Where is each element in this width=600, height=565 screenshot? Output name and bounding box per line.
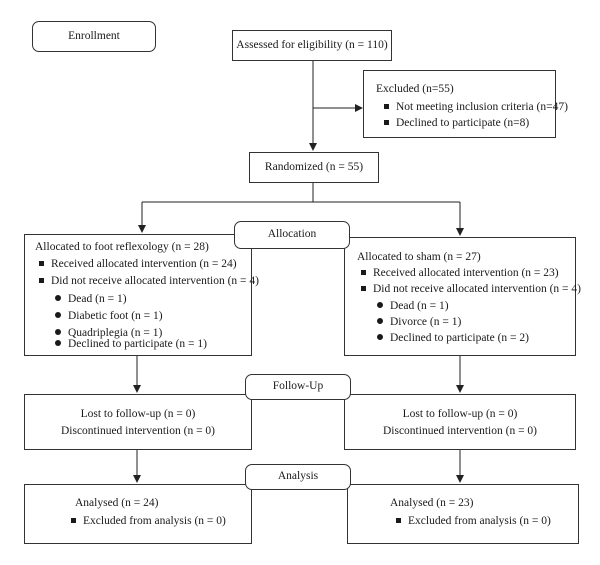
left-analysed: Analysed (n = 24) — [75, 497, 159, 509]
round-bullet-icon — [377, 318, 383, 325]
excluded-item: Not meeting inclusion criteria (n=47) — [384, 101, 568, 115]
left-followup-box: Lost to follow-up (n = 0) Discontinued i… — [24, 394, 252, 450]
right-allocation-box: Allocated to sham (n = 27) Received allo… — [344, 237, 581, 356]
excluded-box: Excluded (n=55) Not meeting inclusion cr… — [363, 70, 568, 138]
right-received-text: Received allocated intervention (n = 23) — [373, 267, 559, 279]
left-not-received: Did not receive allocated intervention (… — [39, 275, 259, 289]
square-bullet-icon — [361, 285, 366, 291]
square-bullet-icon — [39, 277, 44, 283]
left-reason: Quadriplegia (n = 1) — [55, 327, 162, 341]
right-reason-text: Divorce (n = 1) — [390, 316, 462, 328]
left-excluded-analysis: Excluded from analysis (n = 0) — [71, 515, 226, 529]
square-bullet-icon — [39, 260, 44, 266]
left-allocation-title: Allocated to foot reflexology (n = 28) — [35, 241, 209, 253]
left-reason: Declined to participate (n = 1) — [55, 338, 207, 352]
round-bullet-icon — [55, 340, 61, 347]
randomized-label: Randomized (n = 55) — [264, 160, 364, 173]
left-reason-text: Declined to participate (n = 1) — [68, 338, 207, 350]
round-bullet-icon — [55, 329, 61, 336]
assessed-label: Assessed for eligibility (n = 110) — [236, 38, 388, 51]
right-excluded-analysis: Excluded from analysis (n = 0) — [396, 515, 551, 529]
stage-analysis-label: Analysis — [277, 470, 319, 483]
right-reason: Dead (n = 1) — [377, 300, 449, 314]
right-received: Received allocated intervention (n = 23) — [361, 267, 559, 281]
right-reason: Divorce (n = 1) — [377, 316, 461, 330]
excluded-title: Excluded (n=55) — [376, 83, 454, 95]
assessed-box: Assessed for eligibility (n = 110) — [232, 30, 392, 61]
right-excluded-analysis-text: Excluded from analysis (n = 0) — [408, 515, 551, 527]
excluded-item-text: Declined to participate (n=8) — [396, 117, 530, 129]
right-not-received: Did not receive allocated intervention (… — [361, 283, 581, 297]
randomized-box: Randomized (n = 55) — [249, 152, 379, 183]
square-bullet-icon — [361, 269, 366, 275]
stage-enrollment-label: Enrollment — [68, 29, 120, 42]
square-bullet-icon — [71, 517, 76, 523]
right-lost: Lost to follow-up (n = 0) — [402, 408, 518, 420]
stage-follow-up-label: Follow-Up — [272, 380, 324, 393]
stage-enrollment: Enrollment — [32, 21, 156, 52]
left-reason-text: Quadriplegia (n = 1) — [68, 327, 163, 339]
left-discontinued: Discontinued intervention (n = 0) — [60, 424, 216, 437]
right-discontinued: Discontinued intervention (n = 0) — [382, 424, 538, 437]
square-bullet-icon — [396, 517, 401, 523]
left-analysis-box: Analysed (n = 24) Excluded from analysis… — [24, 484, 252, 544]
stage-follow-up: Follow-Up — [245, 374, 351, 400]
left-reason-text: Diabetic foot (n = 1) — [68, 310, 163, 322]
square-bullet-icon — [384, 103, 389, 109]
excluded-item-text: Not meeting inclusion criteria (n=47) — [396, 101, 568, 113]
round-bullet-icon — [55, 295, 61, 302]
right-analysis-box: Analysed (n = 23) Excluded from analysis… — [347, 484, 579, 544]
round-bullet-icon — [377, 334, 383, 341]
stage-allocation-label: Allocation — [267, 228, 317, 241]
left-received-text: Received allocated intervention (n = 24) — [51, 258, 237, 270]
left-excluded-analysis-text: Excluded from analysis (n = 0) — [83, 515, 226, 527]
right-analysed: Analysed (n = 23) — [390, 497, 474, 509]
right-reason: Declined to participate (n = 2) — [377, 332, 529, 346]
round-bullet-icon — [55, 312, 61, 319]
left-not-received-text: Did not receive allocated intervention (… — [51, 275, 259, 287]
left-reason-text: Dead (n = 1) — [68, 293, 127, 305]
left-reason: Diabetic foot (n = 1) — [55, 310, 163, 324]
left-lost: Lost to follow-up (n = 0) — [80, 408, 196, 420]
stage-allocation: Allocation — [234, 221, 350, 249]
right-reason-text: Declined to participate (n = 2) — [390, 332, 529, 344]
stage-analysis: Analysis — [245, 464, 351, 490]
right-reason-text: Dead (n = 1) — [390, 300, 449, 312]
excluded-item: Declined to participate (n=8) — [384, 117, 529, 131]
right-allocation-title: Allocated to sham (n = 27) — [357, 251, 481, 263]
left-allocation-box: Allocated to foot reflexology (n = 28) R… — [24, 234, 259, 356]
right-followup-box: Lost to follow-up (n = 0) Discontinued i… — [344, 394, 576, 450]
right-not-received-text: Did not receive allocated intervention (… — [373, 283, 581, 295]
round-bullet-icon — [377, 302, 383, 309]
square-bullet-icon — [384, 119, 389, 125]
left-received: Received allocated intervention (n = 24) — [39, 258, 237, 272]
left-reason: Dead (n = 1) — [55, 293, 127, 307]
